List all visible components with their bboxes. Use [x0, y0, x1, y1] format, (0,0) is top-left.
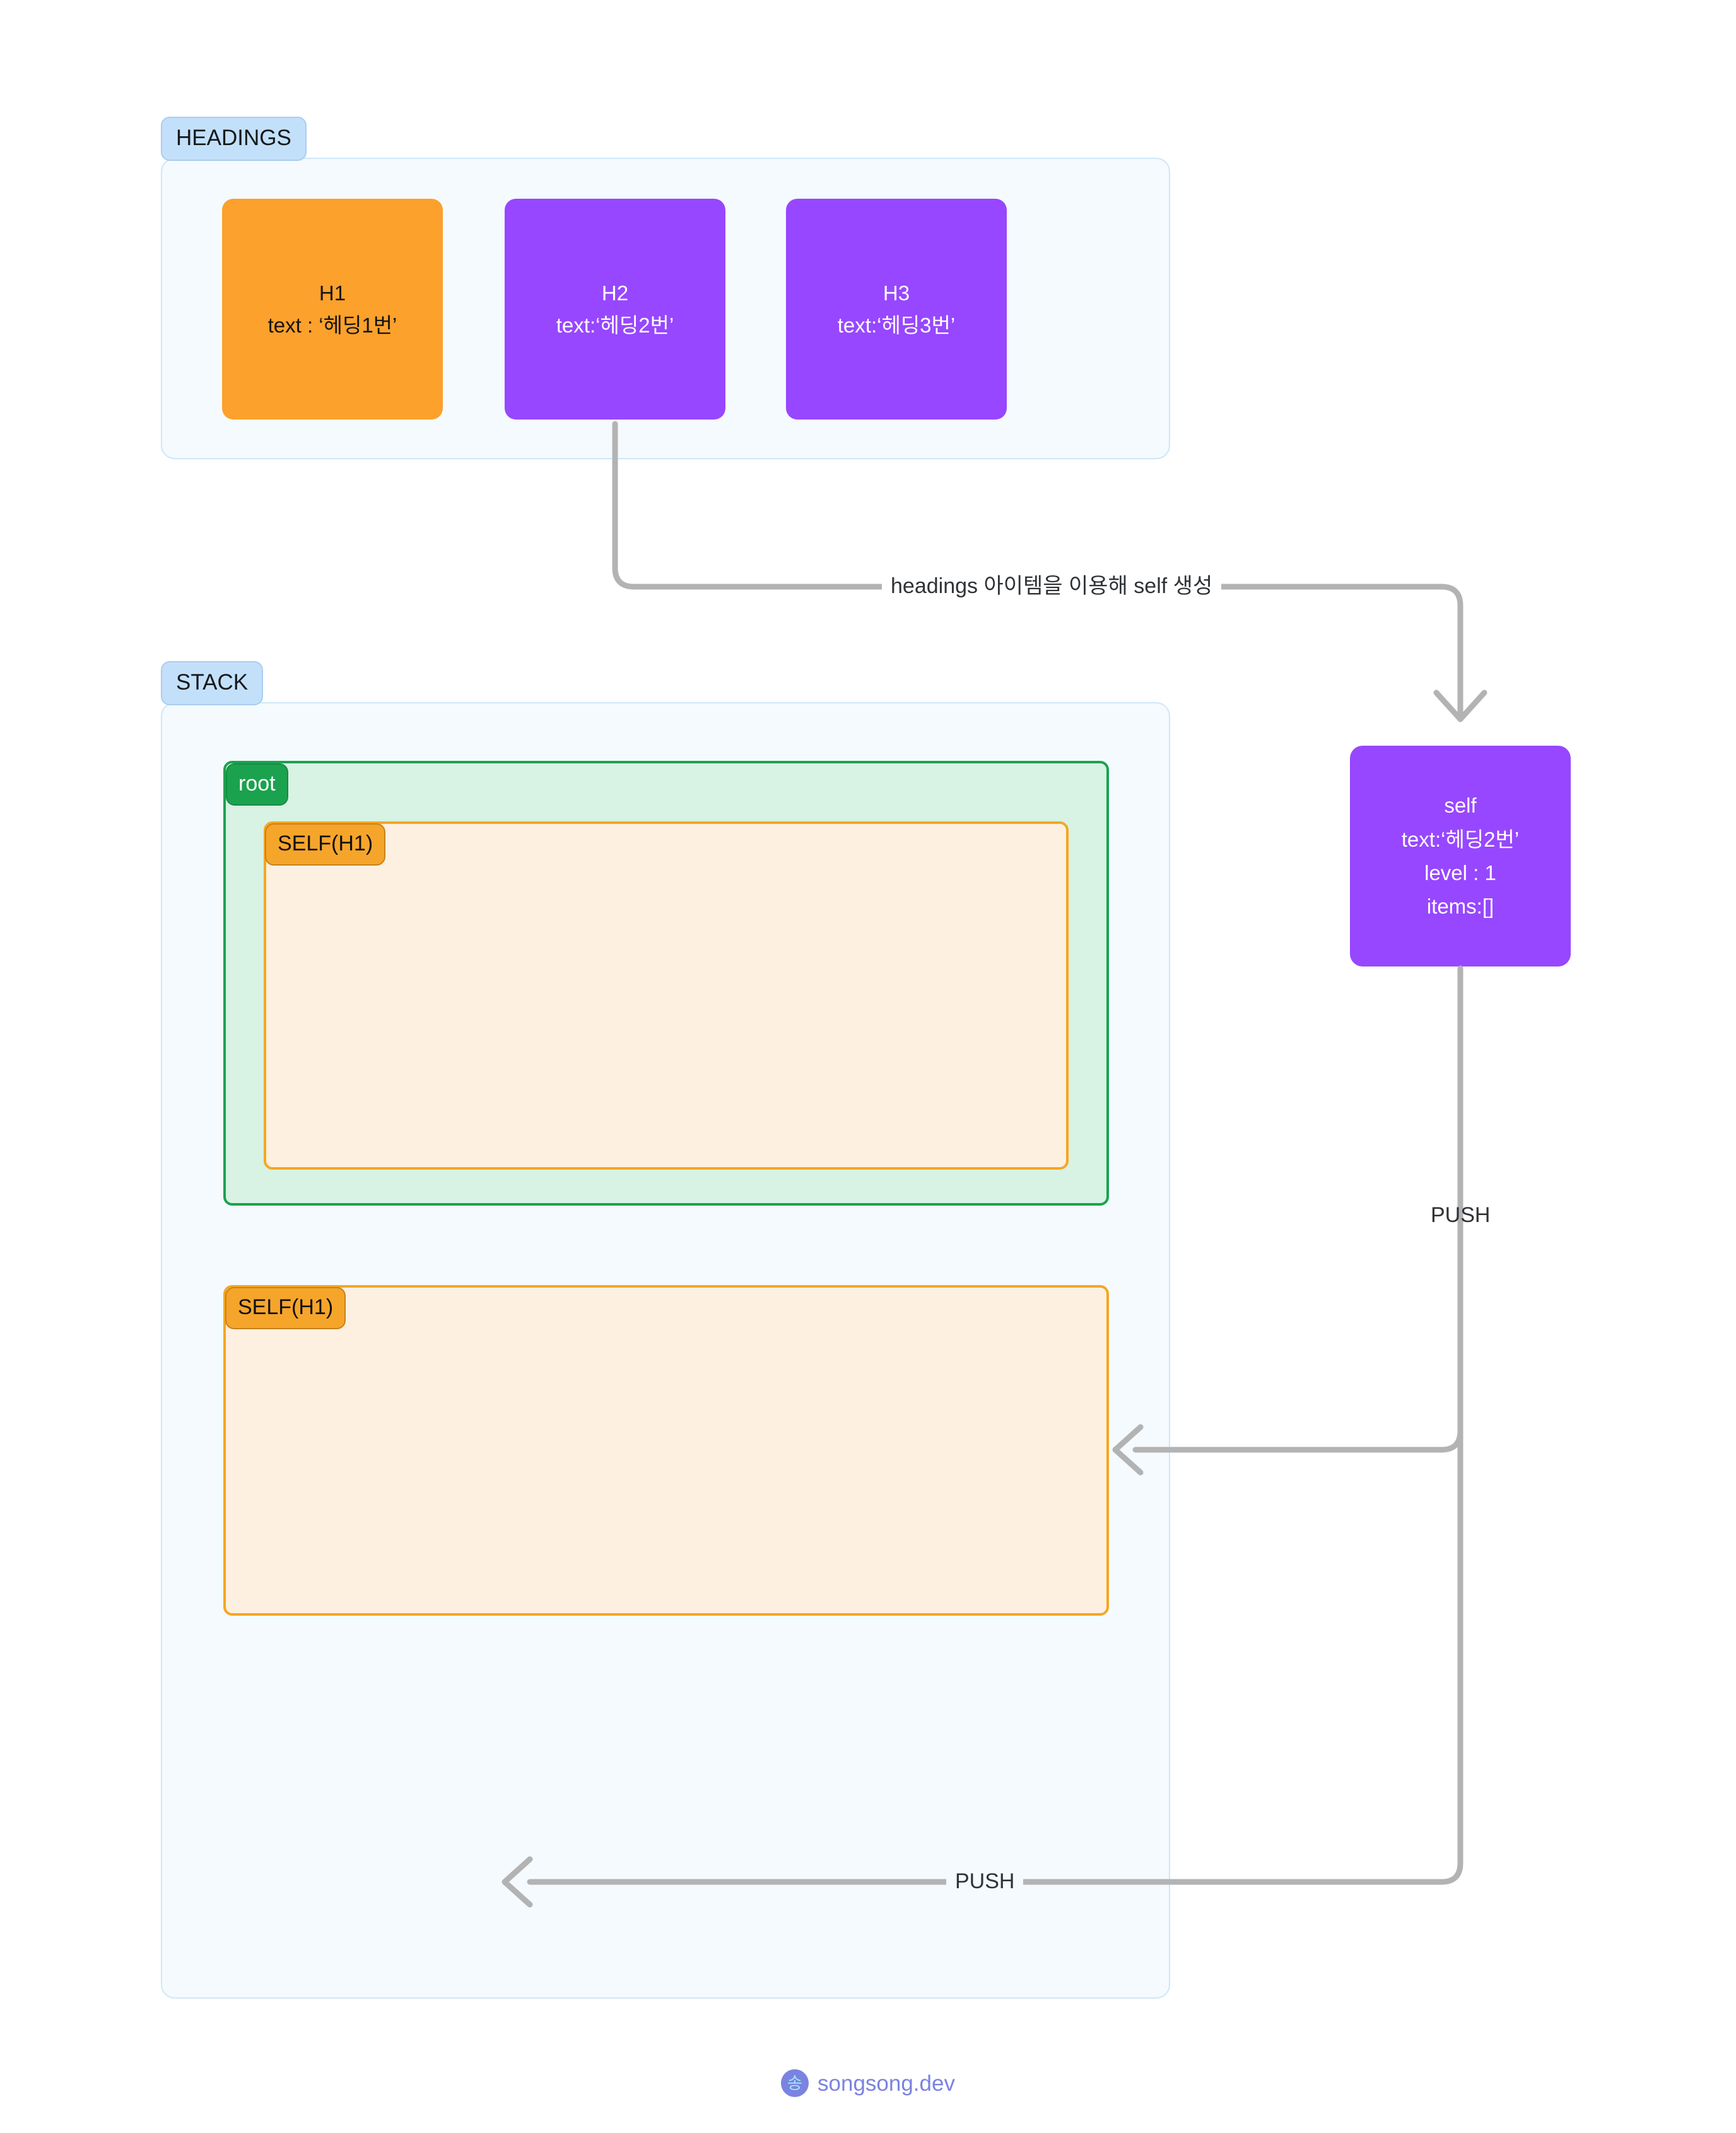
stack-frame-root-self-h1-badge: SELF(H1) — [265, 823, 386, 866]
heading-card-h1-title: H1 — [319, 281, 346, 305]
self-node[interactable]: self text:‘헤딩2번’ level : 1 items:[] — [1350, 746, 1571, 967]
heading-card-h2[interactable]: H2 text:‘헤딩2번’ — [505, 199, 725, 420]
self-node-line-3: items:[] — [1426, 895, 1494, 919]
footer-wordmark: songsong.dev — [818, 2071, 955, 2096]
stack-frame-self-h1[interactable] — [223, 1285, 1109, 1616]
self-node-line-2: level : 1 — [1424, 861, 1496, 884]
footer-watermark: 송 songsong.dev — [0, 2069, 1736, 2097]
heading-card-h3-detail: text:‘헤딩3번’ — [837, 314, 956, 337]
edge-h2-to-self-arrowhead — [1433, 690, 1487, 722]
heading-card-h2-title: H2 — [601, 281, 629, 305]
heading-card-h1-detail: text : ‘헤딩1번’ — [267, 314, 397, 337]
heading-card-h3-title: H3 — [883, 281, 910, 305]
heading-card-h3[interactable]: H3 text:‘헤딩3번’ — [786, 199, 1007, 420]
edge-label-push-stack: PUSH — [946, 1867, 1024, 1896]
edge-label-push-root: PUSH — [1431, 1203, 1491, 1227]
heading-card-h2-detail: text:‘헤딩2번’ — [556, 314, 674, 337]
stack-frame-root-badge: root — [226, 763, 288, 806]
songsong-logo-icon: 송 — [781, 2069, 809, 2097]
stack-frame-root-self-h1[interactable] — [264, 821, 1069, 1170]
stack-group-chip: STACK — [161, 661, 264, 705]
heading-card-h1[interactable]: H1 text : ‘헤딩1번’ — [222, 199, 443, 420]
self-node-line-1: text:‘헤딩2번’ — [1401, 827, 1520, 851]
self-node-line-0: self — [1444, 794, 1477, 818]
headings-group-chip: HEADINGS — [161, 117, 307, 161]
edge-label-h2-to-self: headings 아이템을 이용해 self 생성 — [882, 572, 1222, 601]
stack-frame-self-h1-badge: SELF(H1) — [225, 1287, 346, 1329]
edge-self-to-root-self-path — [1132, 965, 1463, 1453]
